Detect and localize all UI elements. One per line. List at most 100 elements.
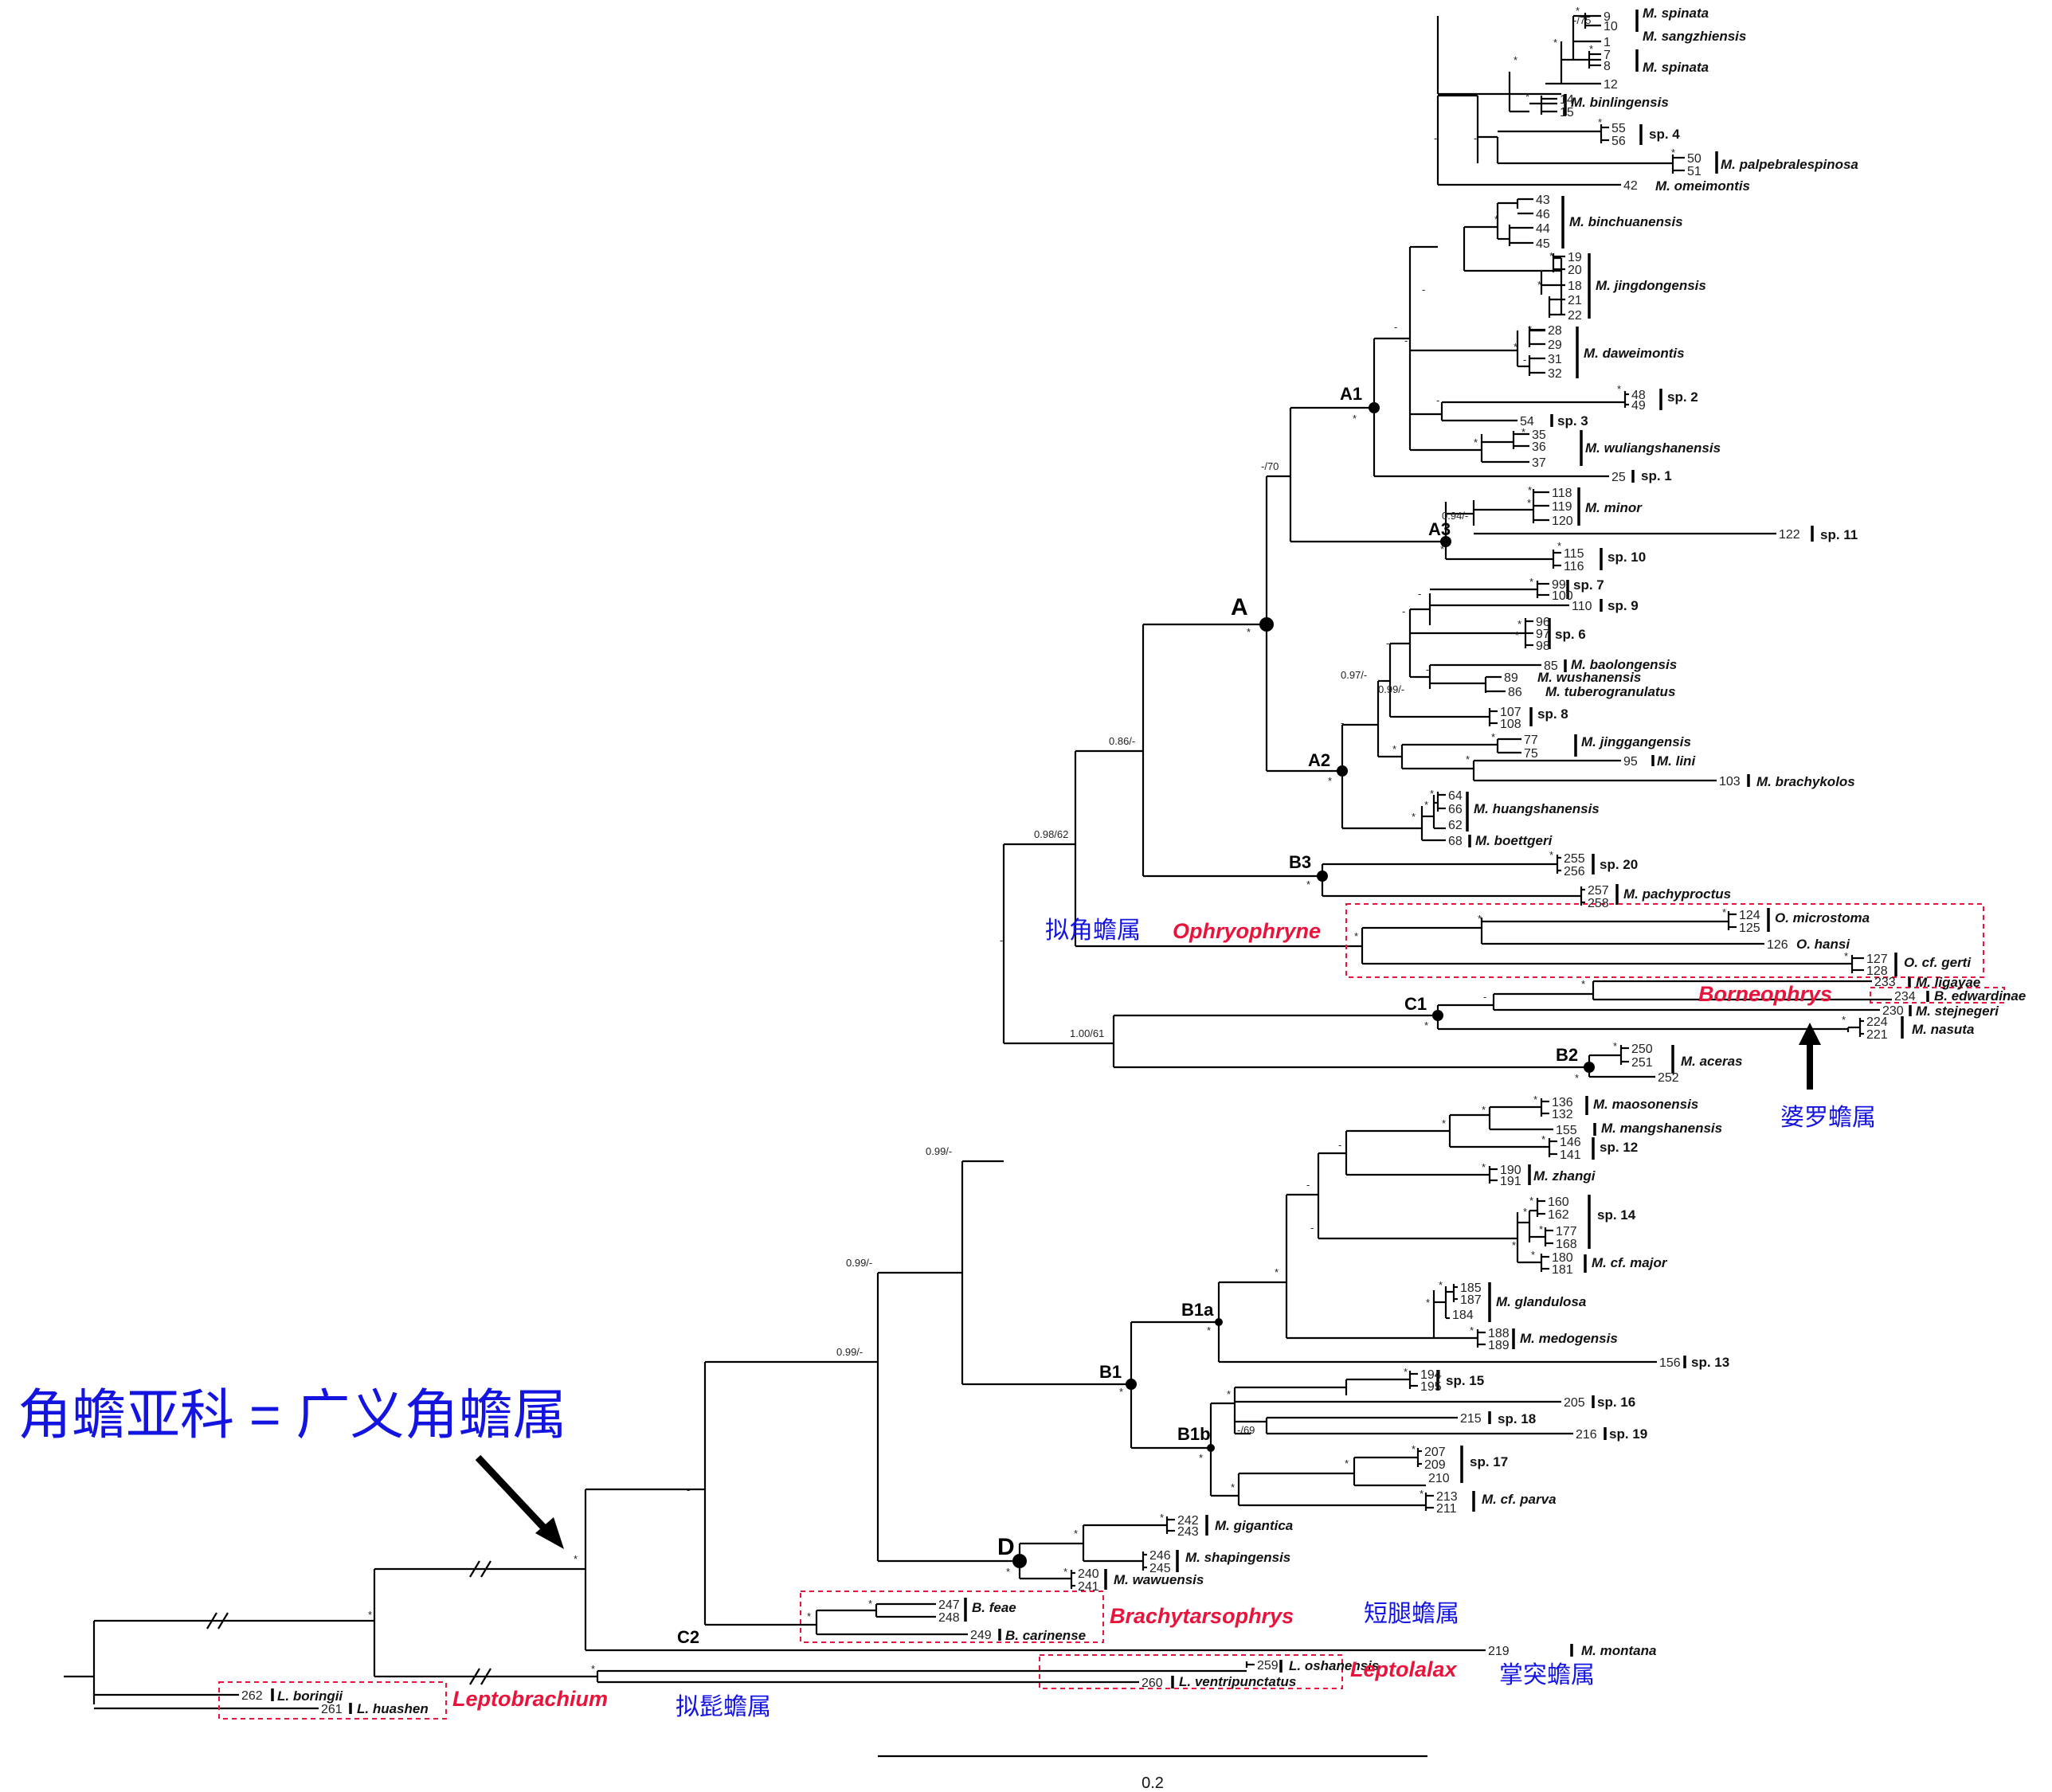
tip-number: 8 (1604, 60, 1611, 73)
tip-number: 250 (1631, 1043, 1653, 1056)
support-value: * (1353, 413, 1357, 425)
clade-label-a: A (1231, 594, 1248, 620)
support-value: * (807, 1610, 811, 1622)
support-value: 0.99/- (836, 1346, 863, 1358)
support-value: * (1470, 1324, 1474, 1336)
support-value: * (1531, 1249, 1535, 1261)
tip-number: 100 (1552, 589, 1573, 603)
tip-number: 110 (1572, 600, 1592, 613)
tip-name: sp. 13 (1691, 1355, 1729, 1370)
support-value: * (1404, 1366, 1408, 1378)
support-value: * (1328, 775, 1332, 787)
tip-number: 257 (1588, 884, 1609, 898)
tip-name: M. wuliangshanensis (1585, 440, 1721, 456)
tip-number: 168 (1556, 1238, 1577, 1251)
axis-break (480, 1668, 491, 1685)
tip-number: 259 (1257, 1659, 1279, 1673)
genus-label-brachytarsophrys: Brachytarsophrys (1110, 1604, 1294, 1628)
tip-name: M. maosonensis (1593, 1097, 1698, 1112)
tip-name: M. mangshanensis (1601, 1121, 1722, 1136)
tip-number: 224 (1866, 1015, 1888, 1029)
tip-number: 246 (1149, 1549, 1171, 1563)
axis-break (480, 1560, 491, 1578)
node-dot (1432, 1010, 1443, 1021)
support-value: * (1426, 1297, 1430, 1309)
tip-number: 50 (1687, 152, 1702, 166)
support-value: * (1528, 484, 1532, 496)
tip-number: 103 (1719, 775, 1741, 788)
support-value: * (1006, 1566, 1010, 1578)
genus-label-leptolalax: Leptolalax (1350, 1657, 1458, 1681)
tip-number: 107 (1500, 706, 1521, 719)
support-value: * (1557, 540, 1561, 552)
tip-name: sp. 17 (1470, 1454, 1508, 1469)
tip-number: 56 (1611, 135, 1626, 148)
tip-number: 189 (1488, 1339, 1510, 1352)
tip-number: 146 (1560, 1136, 1581, 1149)
support-value: * (1512, 1239, 1516, 1251)
tip-number: 49 (1631, 399, 1646, 413)
node-dot (1369, 402, 1380, 413)
tip-number: 68 (1448, 835, 1463, 848)
tip-number: 85 (1544, 659, 1558, 673)
tip-number: 97 (1536, 628, 1550, 641)
tip-number: 240 (1078, 1567, 1099, 1581)
tip-number: 262 (241, 1689, 263, 1703)
support-value: * (1424, 1019, 1428, 1031)
support-value: * (1525, 91, 1529, 103)
support-value: - (1483, 991, 1486, 1003)
tip-number: 241 (1078, 1580, 1099, 1594)
tip-name: M. wawuensis (1114, 1572, 1204, 1587)
support-value: - (1402, 605, 1405, 617)
support-value: - (1474, 132, 1477, 144)
clade-label-b1a: B1a (1181, 1300, 1214, 1320)
node-dot (1317, 871, 1328, 882)
tip-name: sp. 11 (1820, 527, 1858, 542)
tip-name: M. huangshanensis (1474, 801, 1600, 816)
tip-name: M. cf. parva (1482, 1492, 1557, 1507)
clade-label-c2: C2 (677, 1627, 699, 1647)
tip-number: 234 (1894, 990, 1916, 1004)
node-dot (1126, 1379, 1137, 1390)
tip-number: 119 (1552, 500, 1572, 514)
tip-number: 54 (1520, 415, 1534, 428)
support-value: * (1482, 1104, 1486, 1116)
tip-name: sp. 19 (1609, 1426, 1647, 1442)
tip-number: 188 (1488, 1327, 1510, 1340)
tip-name: B. edwardinae (1934, 988, 2026, 1004)
support-value: * (1478, 913, 1482, 925)
tip-number: 180 (1552, 1251, 1573, 1265)
support-value: * (1842, 1014, 1846, 1026)
support-value: * (1227, 1388, 1231, 1400)
tip-number: 7 (1604, 49, 1611, 62)
support-value: 0.99/- (1378, 683, 1404, 695)
tip-name: M. aceras (1681, 1054, 1743, 1069)
support-value: * (1160, 1512, 1164, 1524)
support-value: - (1386, 637, 1389, 649)
tip-name: M. nasuta (1912, 1022, 1974, 1037)
tip-name: M. binchuanensis (1569, 214, 1683, 229)
clade-label-b2: B2 (1556, 1045, 1578, 1065)
node-dot (1584, 1062, 1595, 1073)
support-value: * (1528, 323, 1532, 335)
headline-arrow (475, 1454, 554, 1539)
tip-number: 19 (1568, 251, 1582, 264)
tip-number: 115 (1564, 547, 1584, 561)
tip-name: B. carinense (1005, 1628, 1086, 1643)
tip-number: 181 (1552, 1263, 1573, 1277)
tip-name: M. brachykolos (1756, 774, 1855, 789)
tip-name: sp. 6 (1555, 627, 1586, 642)
tip-name: B. feae (972, 1600, 1016, 1615)
support-value: -/70 (1261, 460, 1279, 472)
genus-label-cn-ophryophryne: 拟角蟾属 (1045, 918, 1141, 944)
support-value: 0.86/- (1109, 735, 1135, 747)
tip-name: sp. 9 (1608, 598, 1639, 613)
tip-number: 9 (1604, 10, 1611, 24)
tip-name: O. hansi (1796, 937, 1850, 952)
support-value: * (868, 1598, 872, 1610)
tip-name: M. pachyproctus (1623, 886, 1731, 902)
support-value: * (1275, 1266, 1279, 1278)
tip-number: 37 (1532, 456, 1546, 470)
